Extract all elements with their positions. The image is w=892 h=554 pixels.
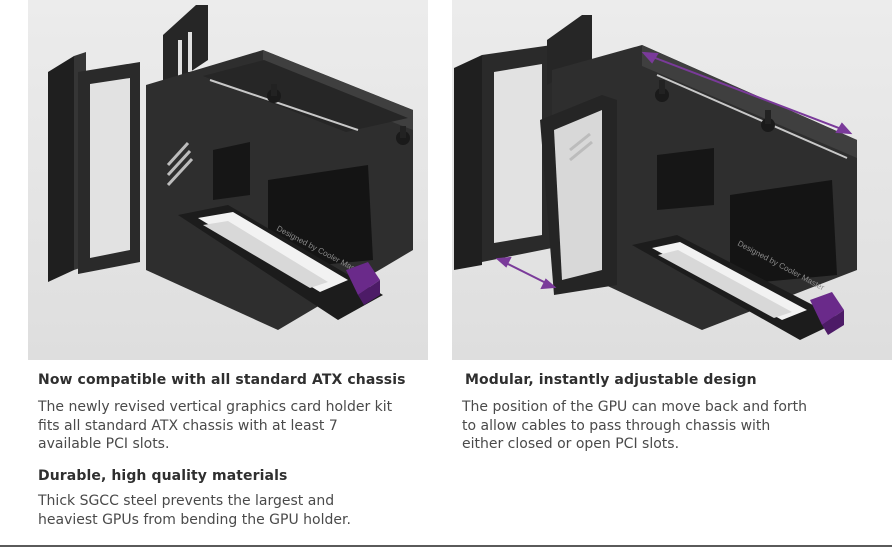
description-line: heaviest GPUs from bending the GPU holde… xyxy=(38,511,351,528)
description-modular-design: The position of the GPU can move back an… xyxy=(462,398,807,454)
product-photo-right: Designed by Cooler Master xyxy=(452,0,892,360)
heading-atx-compatible: Now compatible with all standard ATX cha… xyxy=(38,372,406,388)
description-atx-compatible: The newly revised vertical graphics card… xyxy=(38,398,392,454)
gpu-holder-bracket-image: Designed by Cooler Master xyxy=(28,0,428,360)
description-line: fits all standard ATX chassis with at le… xyxy=(38,417,338,434)
description-durable-materials: Thick SGCC steel prevents the largest an… xyxy=(38,492,351,529)
description-line: to allow cables to pass through chassis … xyxy=(462,417,771,434)
heading-durable-materials: Durable, high quality materials xyxy=(38,468,288,484)
description-line: The newly revised vertical graphics card… xyxy=(38,399,393,415)
description-line: The position of the GPU can move back an… xyxy=(462,399,808,415)
product-photo-left: Designed by Cooler Master xyxy=(28,0,428,360)
bottom-divider xyxy=(0,545,892,547)
description-line: Thick SGCC steel prevents the largest an… xyxy=(38,493,335,509)
heading-modular-design: Modular, instantly adjustable design xyxy=(465,372,757,388)
adjustable-gpu-holder-image: Designed by Cooler Master xyxy=(452,0,892,360)
adjust-arrow-bottom xyxy=(503,261,549,285)
description-line: available PCI slots. xyxy=(38,436,170,452)
adjust-arrow-top xyxy=(649,55,845,131)
description-line: either closed or open PCI slots. xyxy=(462,436,680,452)
